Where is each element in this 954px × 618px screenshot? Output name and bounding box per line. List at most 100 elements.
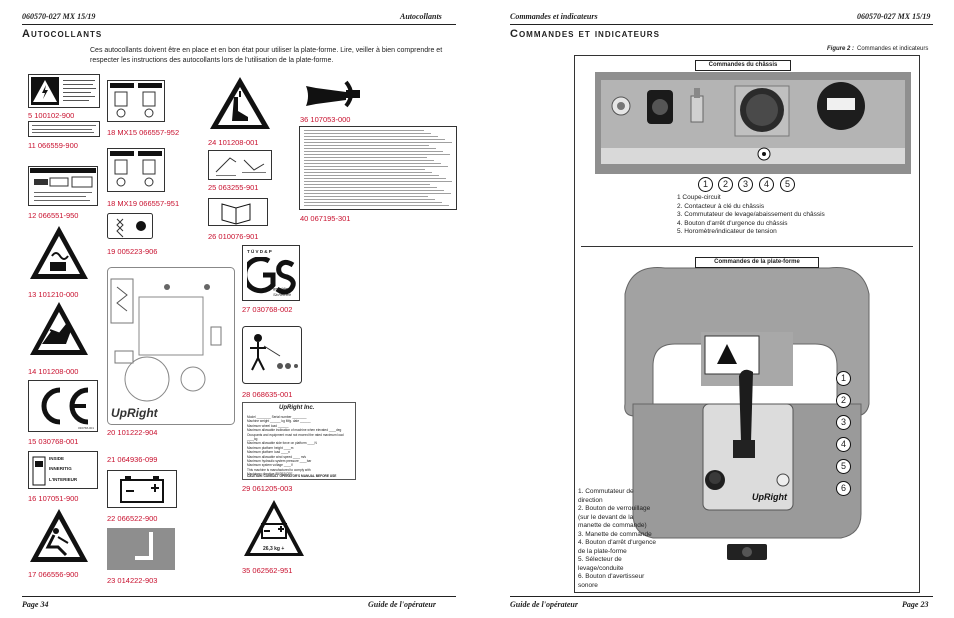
decal-11-label: 11 066559-900 (28, 141, 78, 150)
chassis-callout-5: 5 (780, 177, 795, 192)
decal-40-image (299, 126, 457, 210)
decal-40-text-line (304, 184, 430, 185)
decal-40-text-line (304, 175, 439, 176)
platform-list-item: 2. Bouton de verrouillage (578, 505, 651, 512)
decal-13-image (30, 226, 88, 279)
decal-14-image (30, 302, 88, 355)
decal-25-image (208, 150, 272, 180)
decal-27-geprufte: geprüfte (273, 286, 288, 291)
platform-callout-2: 2 (836, 393, 851, 408)
platform-callout-4: 4 (836, 437, 851, 452)
decal-40-text-line (304, 130, 424, 131)
decal-19-image (107, 213, 153, 239)
decal-36-image (306, 80, 360, 108)
decal-18-mx15-image (107, 80, 165, 122)
header-right: 060570-027 MX 15/19 (857, 12, 931, 21)
plate-line: Maximum allowable inclination of machine… (247, 428, 342, 433)
decal-12-image (28, 166, 98, 206)
platform-callout-1: 1 (836, 371, 851, 386)
decal-29-caution: CAUTION: CONSULT OPERATOR'S MANUAL BEFOR… (247, 474, 337, 478)
decal-19-label: 19 005223-906 (107, 247, 158, 256)
decal-40-text-line (304, 157, 427, 158)
battery-icon (32, 456, 46, 486)
platform-list-item: sonore (578, 581, 598, 589)
decal-16-text-1: INSIDE (49, 456, 65, 461)
decal-35-label: 35 062562-951 (242, 566, 293, 575)
decal-5-label: 5 100102-900 (28, 111, 75, 120)
decal-40-text-line (304, 187, 437, 188)
figure-caption: Commandes et indicateurs (857, 46, 929, 52)
chassis-list-item: 3. Commutateur de levage/abaissement du … (677, 211, 825, 218)
decal-40-text-line (304, 160, 434, 161)
decal-29-lines: Model ________ Serial number ________Mac… (247, 415, 353, 477)
plate-line: This machine is manufactured to comply w… (247, 467, 311, 472)
decal-27-image: T Ü V D & P geprüfte Sicherheit (242, 245, 300, 301)
decal-35-weight: 26,3 kg + (263, 546, 285, 552)
intro-text: Ces autocollants doivent être en place e… (90, 47, 443, 64)
decal-29-label: 29 061205-003 (242, 484, 293, 493)
chassis-callout-1: 1 (698, 177, 713, 192)
chassis-list-item: 5. Horomètre/indicateur de tension (677, 228, 777, 235)
platform-callout-5: 5 (836, 459, 851, 474)
footer-right: Guide de l'opérateur (368, 600, 436, 609)
decal-5-image (28, 74, 100, 108)
plate-line: Maximum allowable side force on platform… (247, 441, 317, 446)
decal-29-image: UpRight Inc. Model ________ Serial numbe… (242, 402, 356, 480)
decal-24-image (210, 77, 270, 129)
decal-40-text-line (304, 190, 444, 191)
decal-23-label: 23 014222-903 (107, 576, 158, 585)
figure-label: Figure 2 : (827, 46, 855, 52)
decal-21-label: 21 064936-099 (107, 455, 158, 464)
page-title: Commandes et indicateurs (510, 28, 660, 40)
decal-36-label: 36 107053-000 (300, 115, 351, 124)
platform-list-item: 1. Commutateur de (578, 488, 634, 495)
decal-40-text-line (304, 169, 425, 170)
platform-callout-6: 6 (836, 481, 851, 496)
decal-18-mx19-image (107, 148, 165, 192)
decal-40-text-line (304, 181, 452, 182)
platform-list-item: levage/conduite (578, 564, 624, 572)
decal-40-text-line (304, 136, 438, 137)
plate-line: Maximum platform height ____m (247, 445, 294, 450)
platform-upright-logo: UpRight (752, 492, 787, 502)
decal-40-text-line (304, 205, 449, 206)
footer-rule (22, 596, 456, 597)
decal-40-text-line (304, 178, 446, 179)
decal-28-label: 28 068635-001 (242, 390, 293, 399)
decal-12-label: 12 066551-950 (28, 211, 79, 220)
decal-40-text-line (304, 133, 431, 134)
decal-16-text-3: L'INTERIEUR (49, 477, 78, 482)
decal-14-label: 14 101208-000 (28, 367, 79, 376)
decal-40-text-line (304, 139, 445, 140)
platform-list-item: direction (578, 496, 603, 504)
platform-photo (607, 254, 887, 570)
decal-13-label: 13 101210-000 (28, 290, 79, 299)
plate-line: Maximum platform load ____n (247, 450, 290, 455)
footer-left: Guide de l'opérateur (510, 600, 578, 609)
decal-40-text-line (304, 145, 429, 146)
platform-tag: Commandes de la plate-forme (695, 257, 819, 268)
decal-15-label: 15 030768-001 (28, 437, 79, 446)
plate-line: Occupants and equipment must not exceed … (247, 432, 344, 442)
right-page: Commandes et indicateurs 060570-027 MX 1… (477, 0, 954, 618)
chassis-list-item: 1 Coupe-circuit (677, 194, 721, 201)
decal-40-text-line (304, 148, 436, 149)
plate-line: Maximum allowable wind speed ____ m/s (247, 454, 306, 459)
decal-40-text-line (304, 151, 443, 152)
decal-20-label: 20 101222-904 (107, 428, 158, 437)
chassis-list-item: 2. Contacteur à clé du châssis (677, 202, 765, 210)
decal-16-image: INSIDE INNERITIG L'INTERIEUR (28, 451, 98, 489)
plate-line: Maximum hydraulic system pressure ____ba… (247, 459, 312, 464)
decal-24-label: 24 101208-001 (208, 138, 259, 147)
decal-40-text-line (304, 202, 442, 203)
decal-26-image (208, 198, 268, 226)
decal-22-label: 22 066522-900 (107, 514, 158, 523)
footer-right: Page 23 (902, 600, 929, 609)
plate-line: Maximum system voltage ____V (247, 463, 294, 468)
header-left: Commandes et indicateurs (510, 12, 598, 21)
platform-callout-3: 3 (836, 415, 851, 430)
decal-16-text-2: INNERITIG (49, 466, 72, 471)
decal-22-image (107, 470, 177, 508)
